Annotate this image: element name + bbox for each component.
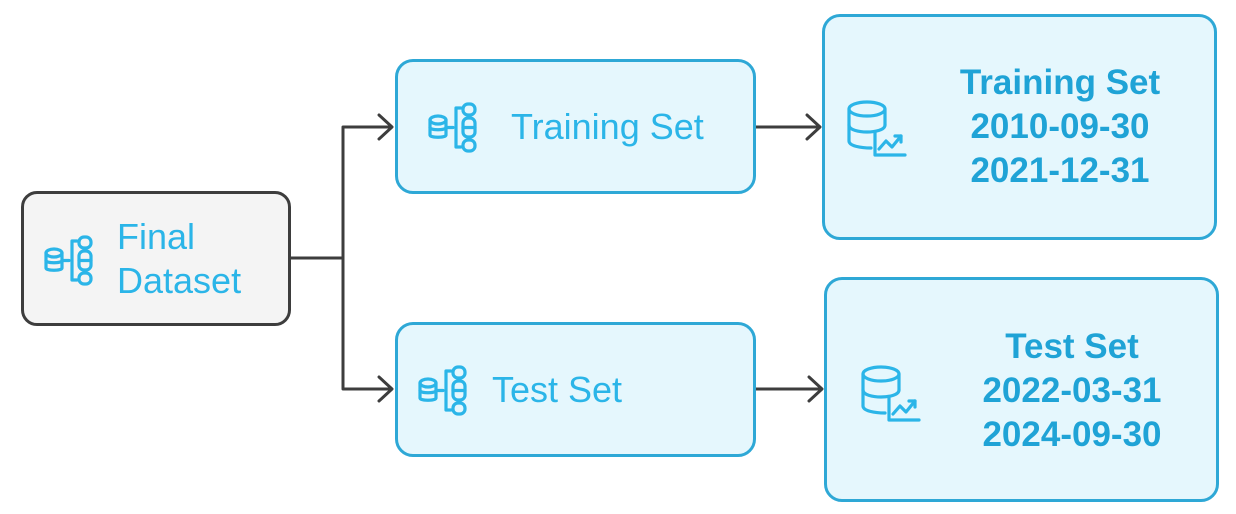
database-chart-icon (861, 365, 921, 422)
edge-final-to-test (289, 256, 392, 391)
arrowhead-training (377, 113, 394, 141)
edge-final-to-training (289, 125, 392, 260)
database-split-icon (428, 102, 477, 153)
arrowhead-test (377, 375, 394, 403)
final-dataset-node: Final Dataset (21, 191, 291, 326)
test-range-start: 2022-03-31 (982, 371, 1162, 410)
final-dataset-label: Final Dataset (117, 215, 241, 303)
test-range-title: Test Set (1005, 327, 1139, 366)
training-range-title: Training Set (959, 63, 1161, 102)
training-range-node: Training Set 2010-09-30 2021-12-31 (822, 14, 1217, 240)
arrowhead-test-range (807, 375, 824, 403)
test-range-text: Test Set 2022-03-31 2024-09-30 (927, 325, 1217, 457)
arrowhead-training-range (805, 113, 822, 141)
test-range-end: 2024-09-30 (982, 415, 1162, 454)
test-range-node: Test Set 2022-03-31 2024-09-30 (824, 277, 1219, 502)
training-range-start: 2010-09-30 (970, 107, 1150, 146)
test-set-label: Test Set (492, 369, 623, 410)
final-dataset-line1: Final (117, 216, 196, 257)
database-split-icon (418, 365, 467, 416)
test-set-node: Test Set (395, 322, 756, 457)
training-set-node: Training Set (395, 59, 756, 194)
database-chart-icon (847, 100, 907, 157)
training-range-end: 2021-12-31 (970, 151, 1150, 190)
training-set-label: Training Set (511, 106, 704, 147)
training-range-text: Training Set 2010-09-30 2021-12-31 (915, 61, 1205, 193)
final-dataset-line2: Dataset (117, 260, 242, 301)
database-split-icon (44, 235, 93, 286)
